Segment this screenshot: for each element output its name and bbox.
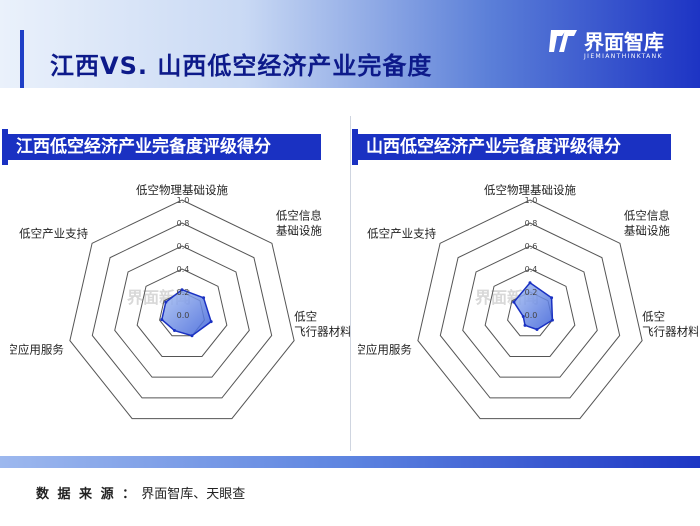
data-point bbox=[180, 288, 184, 292]
tick-label: 0.6 bbox=[525, 242, 538, 251]
data-point bbox=[202, 296, 206, 300]
axis-label: 低空信息基础设施 bbox=[624, 208, 670, 237]
axis-label: 低空产业支持 bbox=[367, 226, 436, 240]
grid-ring bbox=[69, 199, 295, 420]
data-point bbox=[512, 300, 516, 304]
banner-accent bbox=[352, 129, 358, 165]
footer-bar bbox=[0, 456, 700, 468]
title-accent bbox=[20, 30, 24, 88]
data-polygon bbox=[512, 281, 554, 331]
tick-label: 0.4 bbox=[525, 265, 538, 274]
page-title: 江西VS. 山西低空经济产业完备度 bbox=[50, 52, 433, 80]
data-source-label: 数 据 来 源 ： bbox=[36, 487, 138, 502]
chart-title-jiangxi-text: 江西低空经济产业完备度评级得分 bbox=[16, 137, 271, 157]
data-point bbox=[209, 320, 213, 324]
data-source-text: 界面智库、天眼查 bbox=[141, 487, 246, 502]
tick-label: 0.2 bbox=[525, 288, 538, 297]
data-source: 数 据 来 源 ： 界面智库、天眼查 bbox=[36, 483, 245, 502]
chart-title-shanxi-text: 山西低空经济产业完备度评级得分 bbox=[366, 137, 621, 157]
grid-ring bbox=[91, 222, 273, 399]
grid-ring bbox=[462, 245, 598, 378]
data-point bbox=[160, 318, 164, 322]
panel-divider bbox=[350, 116, 351, 451]
tick-label: 0.4 bbox=[177, 265, 190, 274]
data-point bbox=[550, 318, 554, 322]
chart-title-shanxi: 山西低空经济产业完备度评级得分 bbox=[352, 129, 671, 165]
data-polygon bbox=[160, 288, 213, 337]
data-point bbox=[535, 328, 539, 332]
tick-label: 0.2 bbox=[177, 288, 190, 297]
data-point bbox=[190, 334, 194, 338]
tick-label: 0.0 bbox=[177, 311, 190, 320]
axis-label: 低空产业支持 bbox=[19, 226, 88, 240]
tick-label: 1.0 bbox=[177, 196, 190, 205]
data-point bbox=[173, 329, 177, 333]
radar-chart-shanxi: 界面新闻0.00.20.40.60.81.0低空物理基础设施低空信息基础设施低空… bbox=[358, 183, 698, 420]
axis-label: 低空应用服务 bbox=[10, 343, 64, 357]
data-point bbox=[164, 300, 168, 304]
banner-accent bbox=[2, 129, 8, 165]
grid-ring bbox=[136, 268, 228, 357]
data-point bbox=[528, 281, 532, 285]
tick-label: 0.6 bbox=[177, 242, 190, 251]
grid-ring bbox=[417, 199, 643, 420]
brand-name: 界面智库 bbox=[584, 30, 664, 54]
radar-chart-jiangxi: 界面新闻0.00.20.40.60.81.0低空物理基础设施低空信息基础设施低空… bbox=[10, 183, 350, 420]
data-point bbox=[550, 296, 554, 300]
tick-label: 0.0 bbox=[525, 311, 538, 320]
brand-logo: 界面智库 JIEMIANTHINKTANK bbox=[548, 26, 688, 66]
brand-logo-icon bbox=[549, 30, 577, 52]
tick-label: 0.8 bbox=[177, 219, 190, 228]
data-point bbox=[521, 315, 525, 319]
axis-label: 低空飞行器材料 bbox=[294, 310, 350, 339]
axis-label: 低空物理基础设施 bbox=[484, 183, 576, 197]
chart-title-jiangxi: 江西低空经济产业完备度评级得分 bbox=[2, 129, 321, 165]
header-bar: 江西VS. 山西低空经济产业完备度 界面智库 JIEMIANTHINKTANK bbox=[0, 0, 700, 88]
grid-ring bbox=[439, 222, 621, 399]
axis-label: 低空物理基础设施 bbox=[136, 183, 228, 197]
tick-label: 0.8 bbox=[525, 219, 538, 228]
axis-label: 低空飞行器材料 bbox=[642, 310, 698, 339]
brand-subtitle: JIEMIANTHINKTANK bbox=[584, 53, 663, 60]
grid-ring bbox=[484, 268, 576, 357]
axis-label: 低空信息基础设施 bbox=[276, 208, 322, 237]
data-point bbox=[523, 323, 527, 327]
axis-label: 低空应用服务 bbox=[358, 343, 412, 357]
grid-ring bbox=[114, 245, 250, 378]
tick-label: 1.0 bbox=[525, 196, 538, 205]
